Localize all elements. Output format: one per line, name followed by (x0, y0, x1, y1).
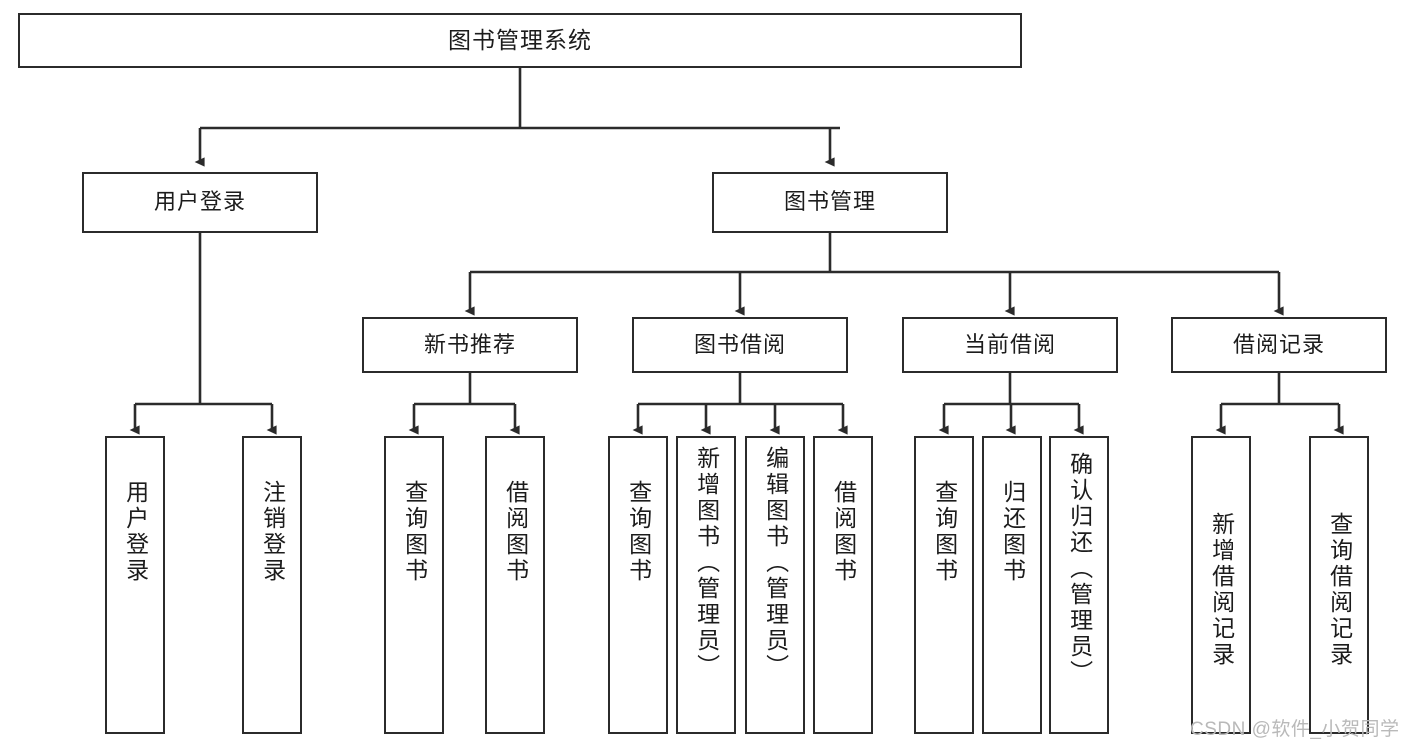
node-label: 图书管理 (783, 189, 876, 215)
node-label: 用户登录 (122, 480, 149, 584)
node-label: 编辑图书（管理员） (762, 446, 789, 680)
node-label: 借阅图书 (502, 480, 529, 584)
node-label: 图书借阅 (693, 331, 786, 357)
node-borrow-record[interactable]: 借阅记录 (1171, 317, 1387, 373)
node-label: 注销登录 (259, 480, 286, 584)
leaf-confirm-return[interactable]: 确认归还（管理员） (1049, 436, 1109, 734)
leaf-query-book-recommend[interactable]: 查询图书 (384, 436, 444, 734)
leaf-edit-book[interactable]: 编辑图书（管理员） (745, 436, 805, 734)
leaf-query-book-current[interactable]: 查询图书 (914, 436, 974, 734)
leaf-borrow-book-recommend[interactable]: 借阅图书 (485, 436, 545, 734)
node-label: 查询图书 (625, 480, 652, 584)
node-root-system[interactable]: 图书管理系统 (18, 13, 1022, 68)
leaf-add-book[interactable]: 新增图书（管理员） (676, 436, 736, 734)
node-book-borrow[interactable]: 图书借阅 (632, 317, 848, 373)
node-label: 查询图书 (401, 480, 428, 584)
node-label: 新书推荐 (423, 331, 516, 357)
node-current-borrow[interactable]: 当前借阅 (902, 317, 1118, 373)
node-label: 图书管理系统 (448, 26, 592, 53)
node-label: 确认归还（管理员） (1066, 452, 1093, 686)
node-label: 归还图书 (999, 480, 1026, 584)
watermark-text: CSDN @软件_小贺同学 (1190, 719, 1400, 740)
leaf-query-book-borrow[interactable]: 查询图书 (608, 436, 668, 734)
leaf-logout-login[interactable]: 注销登录 (242, 436, 302, 734)
leaf-borrow-book[interactable]: 借阅图书 (813, 436, 873, 734)
leaf-query-borrow-record[interactable]: 查询借阅记录 (1309, 436, 1369, 734)
node-label: 查询借阅记录 (1326, 512, 1353, 668)
leaf-add-borrow-record[interactable]: 新增借阅记录 (1191, 436, 1251, 734)
node-label: 用户登录 (153, 189, 246, 215)
node-label: 借阅图书 (830, 480, 857, 584)
node-label: 当前借阅 (963, 331, 1056, 357)
node-label: 借阅记录 (1232, 331, 1325, 357)
leaf-return-book[interactable]: 归还图书 (982, 436, 1042, 734)
node-label: 查询图书 (931, 480, 958, 584)
node-new-book-recommend[interactable]: 新书推荐 (362, 317, 578, 373)
leaf-user-login[interactable]: 用户登录 (105, 436, 165, 734)
node-label: 新增图书（管理员） (693, 446, 720, 680)
node-label: 新增借阅记录 (1208, 512, 1235, 668)
node-book-management[interactable]: 图书管理 (712, 172, 948, 233)
node-user-login[interactable]: 用户登录 (82, 172, 318, 233)
